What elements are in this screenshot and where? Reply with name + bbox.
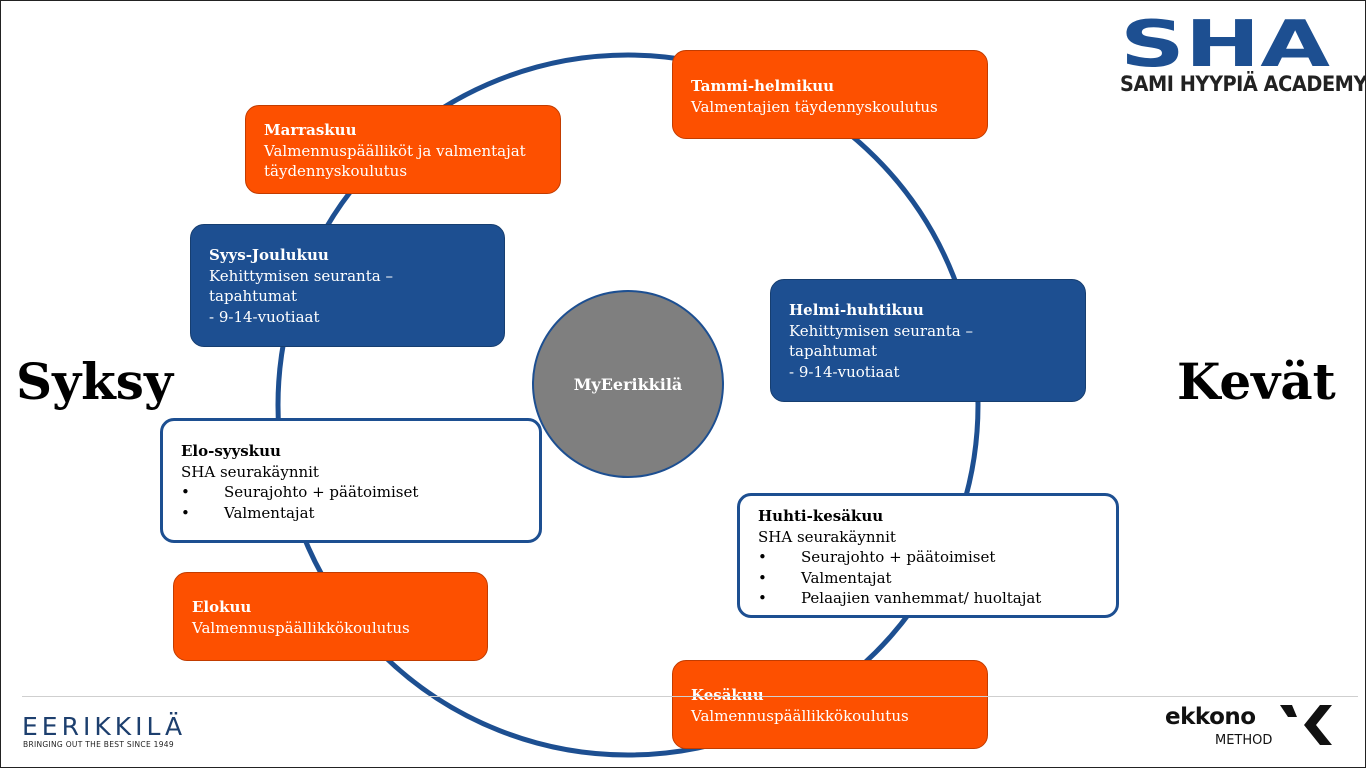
box-line: Valmennuspäälliköt ja valmentajat	[264, 141, 526, 160]
bullet-item: • Pelaajien vanhemmat/ huoltajat	[758, 588, 1098, 609]
box-syys-joulukuu: Syys-Joulukuu Kehittymisen seuranta – ta…	[190, 224, 505, 347]
bullet-text: Seurajohto + päätoimiset	[224, 483, 419, 501]
box-line: tapahtumat	[789, 342, 878, 360]
footer-divider	[22, 696, 1358, 697]
box-title: Elokuu	[192, 598, 252, 616]
season-right: Kevät	[1177, 352, 1336, 411]
ekkono-logo: ekkono	[1165, 704, 1256, 730]
bullet-dot: •	[181, 503, 190, 522]
box-line: Valmennuspäällikkökoulutus	[192, 618, 410, 637]
eerikkila-logo: EERIKKILÄ	[22, 712, 187, 741]
box-elo-syyskuu: Elo-syyskuu SHA seurakäynnit • Seurajoht…	[160, 418, 542, 543]
box-subtitle: SHA seurakäynnit	[181, 462, 319, 481]
bullet-item: • Seurajohto + päätoimiset	[181, 482, 521, 503]
box-helmi-huhtikuu: Helmi-huhtikuu Kehittymisen seuranta – t…	[770, 279, 1086, 402]
box-title: Marraskuu	[264, 121, 357, 139]
box-tammi-helmikuu: Tammi-helmikuu Valmentajien täydennyskou…	[672, 50, 988, 139]
eerikkila-tagline: BRINGING OUT THE BEST SINCE 1949	[23, 740, 174, 749]
season-left: Syksy	[16, 352, 174, 411]
bullet-text: Seurajohto + päätoimiset	[801, 548, 996, 566]
box-kesakuu: Kesäkuu Valmennuspäällikkökoulutus	[672, 660, 988, 749]
ekkono-chevron-icon	[1280, 705, 1332, 745]
box-title: Huhti-kesäkuu	[758, 507, 884, 525]
center-label: MyEerikkilä	[573, 374, 683, 394]
ekkono-method: METHOD	[1215, 733, 1273, 748]
box-subtitle: SHA seurakäynnit	[758, 527, 896, 546]
sha-logo: SHA	[1120, 16, 1331, 70]
box-line: Valmentajien täydennyskoulutus	[691, 97, 938, 116]
box-line: Valmennuspäällikkökoulutus	[691, 706, 909, 725]
box-line: - 9-14-vuotiaat	[789, 362, 900, 381]
bullet-dot: •	[758, 548, 767, 566]
bullet-item: • Valmentajat	[181, 503, 521, 524]
box-title: Tammi-helmikuu	[691, 77, 835, 95]
bullet-text: Pelaajien vanhemmat/ huoltajat	[801, 589, 1042, 607]
bullet-dot: •	[758, 568, 767, 587]
box-title: Syys-Joulukuu	[209, 246, 329, 264]
box-line: - 9-14-vuotiaat	[209, 307, 320, 326]
box-title: Helmi-huhtikuu	[789, 301, 924, 319]
sha-logo-mark: SHA	[1120, 16, 1331, 70]
box-title: Elo-syyskuu	[181, 442, 281, 460]
box-line: täydennyskoulutus	[264, 162, 408, 180]
bullet-text: Valmentajat	[801, 568, 892, 587]
box-marraskuu: Marraskuu Valmennuspäälliköt ja valmenta…	[245, 105, 561, 194]
bullet-dot: •	[181, 483, 190, 501]
box-title: Kesäkuu	[691, 686, 764, 704]
bullet-item: • Seurajohto + päätoimiset	[758, 547, 1098, 568]
bullet-item: • Valmentajat	[758, 568, 1098, 589]
box-line: Kehittymisen seuranta –	[209, 266, 393, 285]
bullet-dot: •	[758, 589, 767, 607]
bullet-text: Valmentajat	[224, 503, 315, 522]
box-line: tapahtumat	[209, 287, 298, 305]
center-circle: MyEerikkilä	[532, 290, 724, 478]
box-line: Kehittymisen seuranta –	[789, 321, 973, 340]
sha-logo-name: SAMI HYYPIÄ ACADEMY	[1120, 72, 1366, 96]
box-elokuu: Elokuu Valmennuspäällikkökoulutus	[173, 572, 488, 661]
box-huhti-kesakuu: Huhti-kesäkuu SHA seurakäynnit • Seurajo…	[737, 493, 1119, 618]
